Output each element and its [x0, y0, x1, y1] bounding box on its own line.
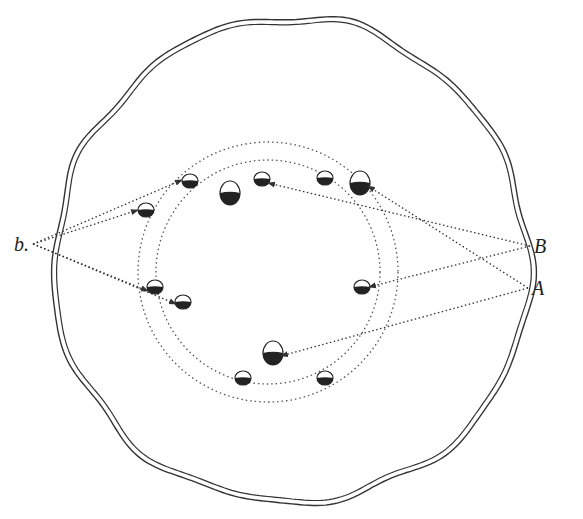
bundle-body — [317, 171, 333, 185]
bundle-phloem — [350, 182, 370, 195]
bundle-body — [263, 341, 283, 365]
bundle-body — [317, 371, 333, 385]
outline-inner — [57, 22, 532, 501]
leader-line — [33, 244, 176, 304]
bundle-phloem — [175, 301, 191, 309]
bundle-phloem — [138, 209, 154, 217]
bundle-phloem — [254, 178, 270, 186]
small-bundle — [317, 371, 333, 385]
small-bundle — [354, 280, 370, 294]
bundle-phloem — [182, 180, 198, 188]
large-bundle — [220, 181, 240, 205]
bundle-body — [147, 280, 163, 294]
bundle-body — [182, 174, 198, 188]
bundle-body — [175, 295, 191, 309]
bundle-phloem — [317, 177, 333, 185]
callout-letter: b. — [14, 234, 29, 254]
bundle-phloem — [147, 286, 163, 294]
small-bundle — [317, 171, 333, 185]
leader-lines — [33, 180, 530, 356]
leader-line — [368, 186, 528, 288]
callout-letter: A — [532, 278, 544, 298]
bundle-body — [354, 280, 370, 294]
small-bundle — [138, 203, 154, 217]
leader-line — [281, 288, 528, 356]
large-bundle — [263, 341, 283, 365]
small-bundle — [147, 280, 163, 294]
leader-line — [268, 183, 530, 246]
leader-line — [369, 246, 530, 287]
leader-line — [33, 244, 148, 291]
bundle-phloem — [235, 377, 251, 385]
bundle-body — [254, 172, 270, 186]
bundle-phloem — [354, 286, 370, 294]
inner-ring — [156, 160, 380, 384]
bundle-body — [350, 171, 370, 195]
large-bundle — [350, 171, 370, 195]
bundle-phloem — [263, 352, 283, 365]
bundle-body — [138, 203, 154, 217]
small-bundle — [175, 295, 191, 309]
small-bundle — [182, 174, 198, 188]
bundle-phloem — [220, 192, 240, 205]
bundle-body — [235, 371, 251, 385]
bundle-phloem — [317, 377, 333, 385]
vascular-bundles — [138, 171, 370, 385]
leader-line — [33, 180, 182, 244]
small-bundle — [235, 371, 251, 385]
bundle-body — [220, 181, 240, 205]
leader-line — [33, 210, 138, 244]
outline-outer — [52, 17, 537, 506]
stem-outline — [52, 17, 537, 506]
small-bundle — [254, 172, 270, 186]
outer-ring — [138, 142, 398, 402]
callout-letter: B — [534, 236, 546, 256]
